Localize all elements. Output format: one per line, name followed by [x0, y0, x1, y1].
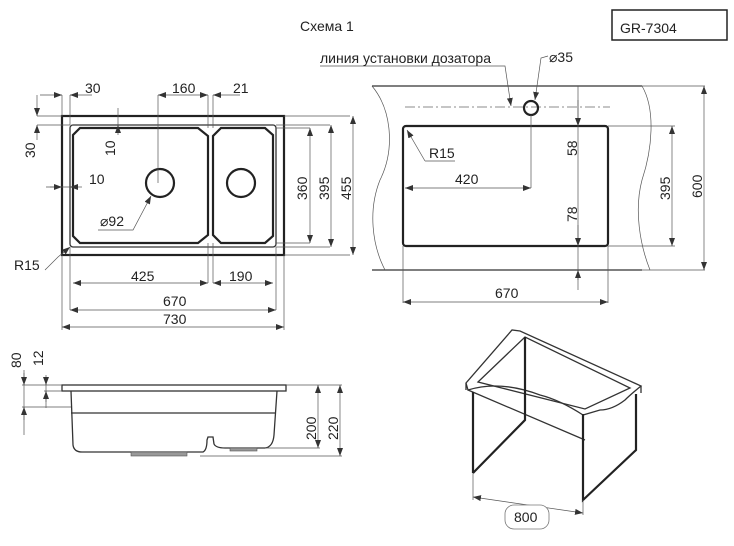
dim-670: 670 [163, 293, 187, 309]
dim-dia92: ⌀92 [100, 213, 124, 229]
dim-10-horiz: 10 [89, 171, 105, 187]
dim-30-left: 30 [22, 142, 38, 158]
dim-30-top: 30 [85, 80, 101, 96]
dim-dia35: ⌀35 [549, 49, 573, 65]
dim-800: 800 [514, 509, 538, 525]
dim-730: 730 [163, 311, 187, 327]
dim-78: 78 [564, 206, 580, 222]
model-box [611, 9, 728, 41]
dim-360: 360 [294, 176, 310, 200]
iso-view [465, 329, 643, 530]
dim-190: 190 [229, 268, 253, 284]
dim-600: 600 [689, 174, 705, 198]
dim-395-cutout: 395 [657, 176, 673, 200]
dim-395: 395 [316, 176, 332, 200]
drain-right [225, 167, 257, 199]
dim-r15: R15 [14, 257, 40, 273]
dim-21: 21 [233, 80, 249, 96]
dim-670-cutout: 670 [495, 285, 519, 301]
dim-425: 425 [131, 268, 155, 284]
model-number: GR-7304 [620, 20, 677, 36]
dim-420: 420 [455, 171, 479, 187]
dim-58: 58 [564, 140, 580, 156]
dim-r15-cutout: R15 [429, 145, 455, 161]
top-view [34, 92, 356, 330]
cutout-view [320, 55, 707, 305]
dim-12: 12 [30, 350, 46, 366]
side-view [21, 370, 343, 457]
dim-10-vert: 10 [102, 140, 118, 156]
dim-160: 160 [172, 80, 196, 96]
dim-220: 220 [325, 416, 341, 440]
dispenser-hole [522, 99, 540, 117]
dim-80: 80 [8, 352, 24, 368]
schema-title: Схема 1 [300, 18, 354, 34]
dim-800-badge [504, 504, 550, 530]
dim-200: 200 [303, 416, 319, 440]
dim-455: 455 [338, 176, 354, 200]
dispenser-line-label: линия установки дозатора [320, 50, 491, 66]
drain-left [144, 167, 176, 199]
